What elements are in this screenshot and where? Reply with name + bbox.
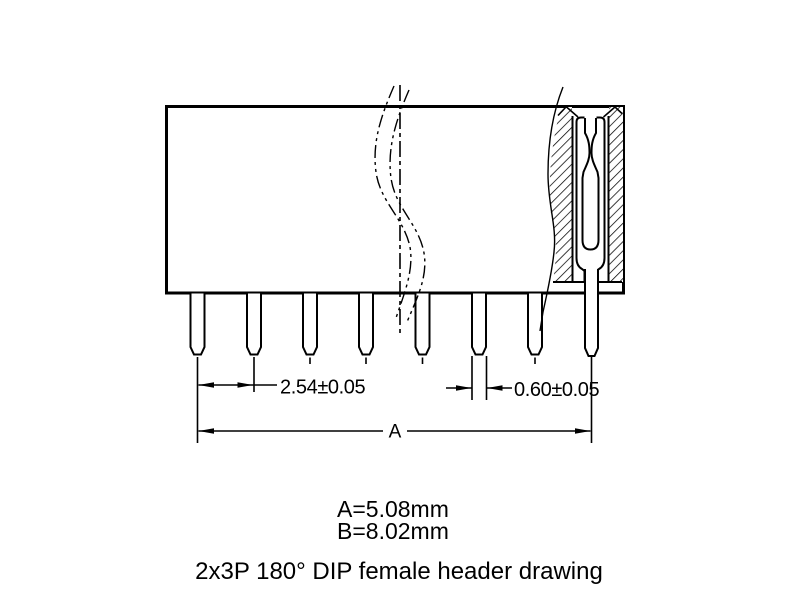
- pin: [302, 293, 318, 356]
- pin-width-value: 0.60±0.05: [514, 379, 600, 401]
- hatch-left-wall: [549, 107, 572, 282]
- contact-beam-right: [590, 118, 600, 251]
- header-body-outline: [165, 105, 625, 295]
- break-curve-left: [374, 85, 412, 319]
- contact-cross-section: [539, 86, 623, 357]
- caption: 2x3P 180° DIP female header drawing: [195, 558, 603, 585]
- dimension-pin-pitch: 2.54±0.05: [196, 357, 366, 443]
- dimension-pin-width: 0.60±0.05: [446, 356, 600, 401]
- arrowhead-left: [198, 382, 214, 388]
- contact-tail-pin: [584, 269, 599, 357]
- note-dimension-b: B=8.02mm: [337, 518, 449, 544]
- extension-line: [471, 356, 488, 400]
- pin: [189, 293, 206, 356]
- pin-row: [189, 293, 543, 364]
- arrowhead-right: [237, 382, 253, 388]
- pin-center-ticks: [309, 357, 536, 364]
- note-dimension-a: A=5.08mm: [337, 496, 449, 522]
- pin-pitch-value: 2.54±0.05: [280, 377, 366, 399]
- arrowhead-right: [575, 428, 591, 434]
- arrowhead-right: [487, 385, 503, 391]
- pin: [471, 293, 487, 356]
- break-lines: [374, 85, 426, 333]
- hatch-right-wall: [609, 107, 623, 282]
- pin: [358, 293, 374, 356]
- dimension-overall-width: A: [198, 357, 593, 443]
- pin: [246, 293, 262, 356]
- contact-beam-left: [581, 118, 591, 251]
- break-curve-right: [389, 89, 426, 323]
- arrowhead-left: [456, 385, 472, 391]
- entry-chamfers: [557, 106, 623, 118]
- female-contact-left: [575, 116, 586, 282]
- section-break-curve: [539, 86, 564, 332]
- pin: [527, 293, 543, 356]
- female-contact-right: [595, 116, 606, 282]
- overall-width-label: A: [389, 422, 402, 443]
- arrowhead-left: [198, 428, 214, 434]
- pin: [414, 293, 431, 356]
